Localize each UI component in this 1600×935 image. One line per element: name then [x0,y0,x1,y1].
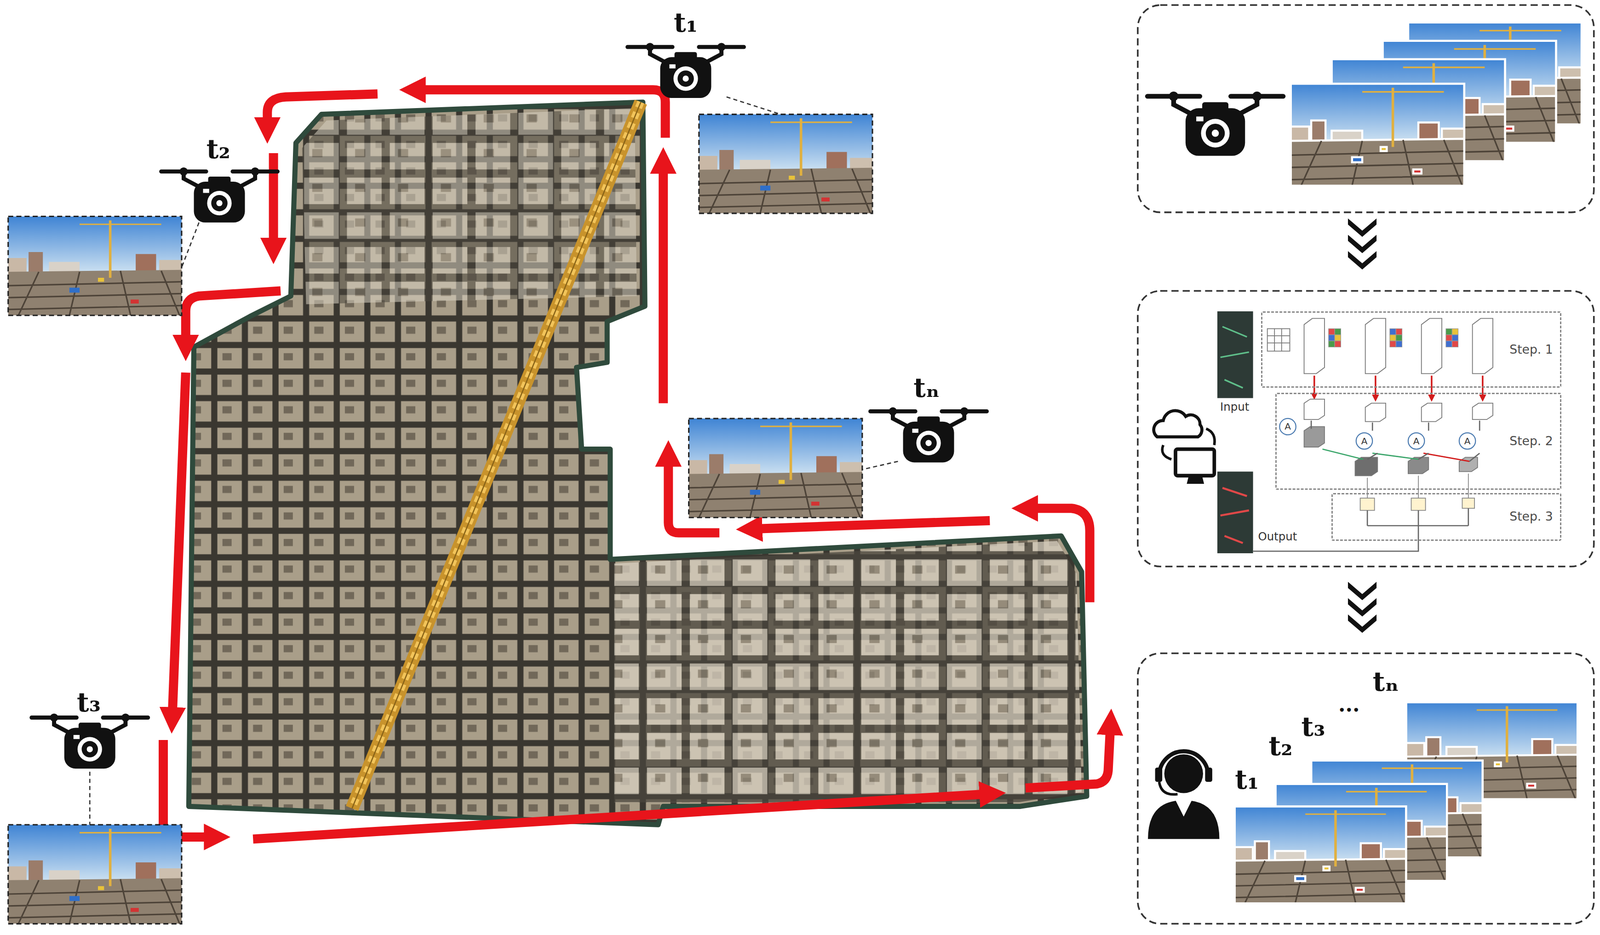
time-label: t₁ [673,8,698,37]
step-label: Step. 1 [1507,341,1555,358]
time-label: t₁ [1234,765,1259,794]
step-box: Step. 1 [1261,311,1561,388]
io-label: Input [1218,401,1251,413]
time-label: t₃ [1301,712,1326,741]
time-label: tₙ [1372,667,1400,696]
attention-symbol: A [1284,421,1291,432]
io-label: Output [1256,530,1299,543]
time-label: t₃ [76,688,101,717]
time-label: t₂ [1268,732,1293,761]
attention-symbol: A [1413,435,1420,446]
step-label: Step. 3 [1507,508,1555,525]
time-label: t₂ [206,135,231,164]
time-label: ... [1338,693,1360,716]
step-box: Step. 3 [1331,493,1561,541]
attention-symbol: A [1464,435,1471,446]
step-label: Step. 2 [1507,433,1555,450]
attention-symbol: A [1361,435,1368,446]
time-label: tₙ [913,373,940,402]
